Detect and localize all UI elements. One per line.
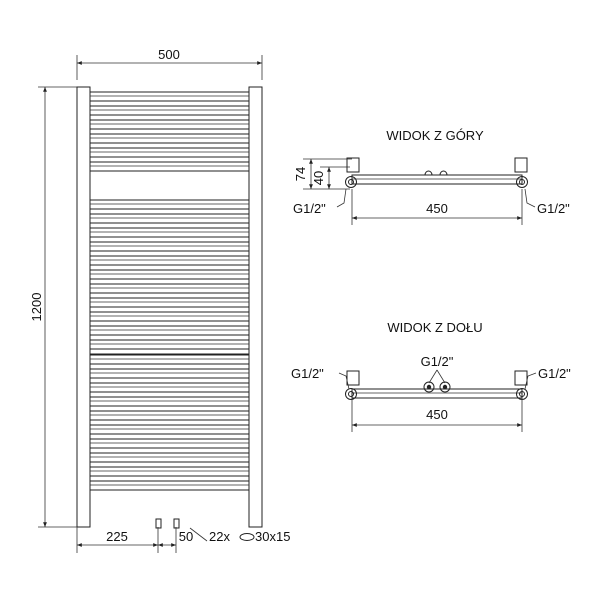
bottom-center-conn-label: G1/2" [421,354,454,369]
bottom-left-conn-label: G1/2" [291,366,324,381]
top-width-label: 450 [426,201,448,216]
bottom-right-conn-label: G1/2" [538,366,571,381]
horizontal-bar [89,424,250,435]
horizontal-bar [89,311,250,322]
horizontal-bar [89,255,250,266]
bottom-middle-connection-right-dot [442,384,448,390]
width-label: 500 [158,47,180,62]
top-middle-stub-right [439,170,448,176]
spacing-label: 50 [179,529,193,544]
horizontal-bar [89,241,250,252]
horizontal-bar [89,396,250,407]
bottom-connector-right [173,518,180,529]
bottom-middle-connection-right [439,381,451,393]
horizontal-bar [89,91,250,102]
oval-leader-line [189,527,208,542]
horizontal-bar [89,297,250,308]
bottom-middle-connection-left [423,381,435,393]
bottom-view: WIDOK Z DOŁU G1/2" G1/2" G1/2" 450 [291,320,571,432]
left-side-tube [76,86,91,528]
top-left-valve [346,157,360,173]
bottom-center-leader-right [436,369,446,384]
horizontal-bars [89,91,250,491]
horizontal-bar [89,325,250,336]
oval-size-label: 30x15 [255,529,290,544]
bottom-right-valve [514,370,528,386]
top-right-conn-label: G1/2" [537,201,570,216]
top-right-valve [514,157,528,173]
horizontal-bar [89,161,250,172]
front-view: 500 1200 225 50 22x 30x15 [29,47,290,553]
top-right-leader [524,188,536,208]
horizontal-bar [89,354,250,365]
bottom-left-leader [338,372,350,390]
top-left-leader [336,188,347,208]
horizontal-bar [89,466,250,477]
top-right-connection-inner [519,179,525,185]
bottom-middle-connection-left-dot [426,384,432,390]
horizontal-bar [89,227,250,238]
left-offset-label: 225 [106,529,128,544]
top-view: WIDOK Z GÓRY 74 40 G1/2" G1/2" 450 [293,128,570,225]
top-view-body [351,174,523,185]
bottom-left-valve [346,370,360,386]
horizontal-bar [89,199,250,210]
bottom-right-leader [524,372,537,390]
oval-profile-icon [239,533,255,541]
bottom-view-title: WIDOK Z DOŁU [387,320,482,335]
top-middle-stub-left [424,170,433,176]
bottom-left-connection-inner [348,391,354,397]
bottom-view-body [351,388,523,399]
horizontal-bar [89,339,250,350]
height-label: 1200 [29,293,44,322]
top-left-connection-inner [348,179,354,185]
top-right-connection-circle [516,176,528,188]
bottom-width-label: 450 [426,407,448,422]
bottom-right-connection-inner [519,391,525,397]
horizontal-bar [89,105,250,116]
horizontal-bar [89,147,250,158]
horizontal-bar [89,438,250,449]
horizontal-bar [89,368,250,379]
horizontal-bar [89,213,250,224]
horizontal-bar [89,269,250,280]
horizontal-bar [89,283,250,294]
bottom-connector-left [155,518,162,529]
bottom-center-leader-left [428,369,438,384]
top-left-conn-label: G1/2" [293,201,326,216]
horizontal-bar [89,452,250,463]
horizontal-bar [89,410,250,421]
dim-40-label: 40 [311,171,326,185]
dim-74-label: 74 [293,167,308,181]
top-view-title: WIDOK Z GÓRY [386,128,484,143]
horizontal-bar [89,382,250,393]
flat-tube-label: 22x [209,529,230,544]
top-left-connection-circle [345,176,357,188]
horizontal-bar [89,133,250,144]
horizontal-bar [89,480,250,491]
bottom-left-connection-circle [345,388,357,400]
horizontal-bar [89,119,250,130]
right-side-tube [248,86,263,528]
